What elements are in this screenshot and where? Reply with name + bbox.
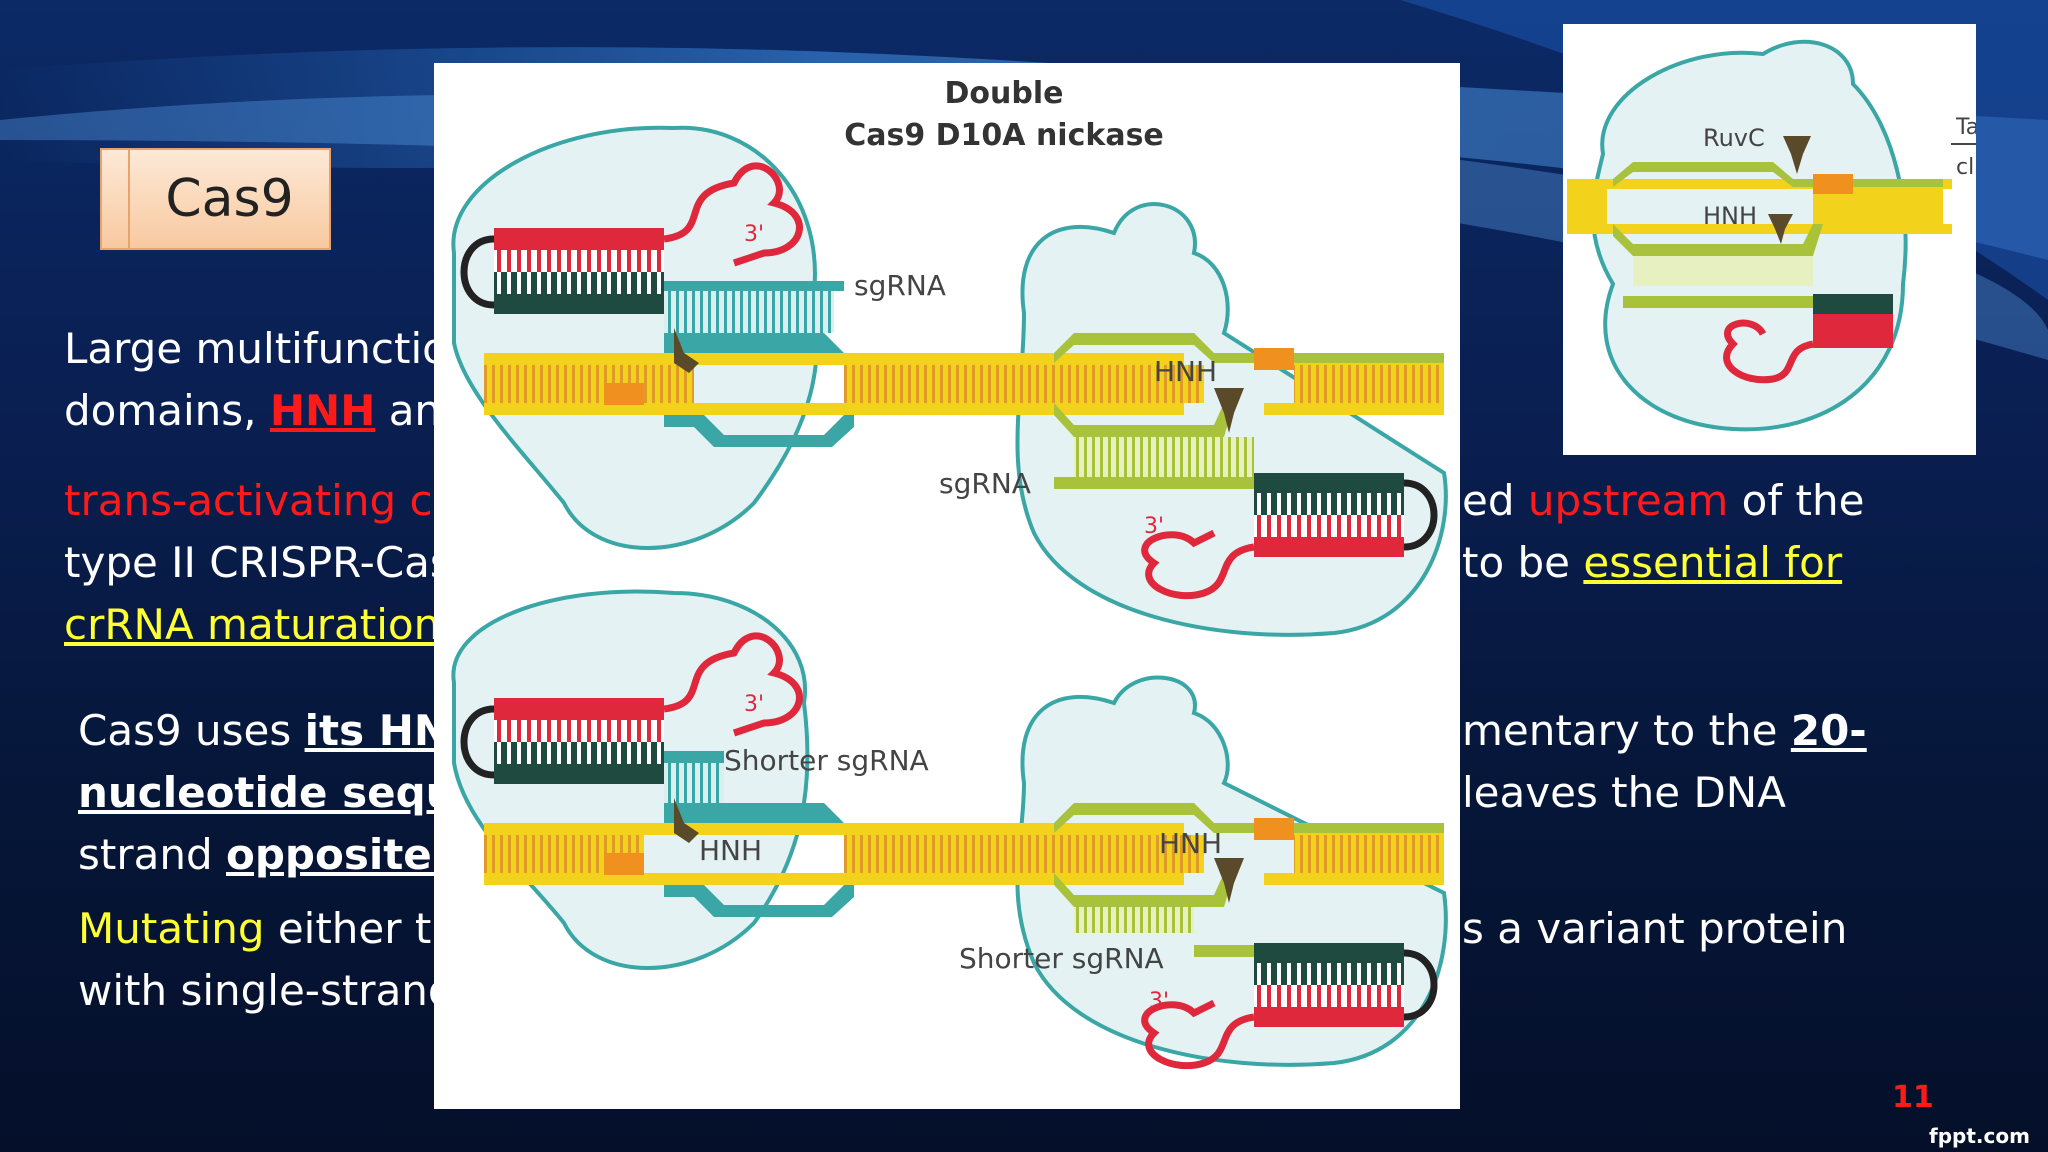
- side-label-cl: cl: [1956, 155, 1974, 180]
- paragraph-4-line-1-left: Mutating either t: [78, 898, 431, 960]
- figure-title-line-2: Cas9 D10A nickase: [844, 118, 1164, 153]
- bottom-3prime-a: 3': [744, 692, 764, 717]
- p3-text-3: strand: [78, 830, 226, 879]
- paragraph-2-line-1-right: ed upstream of the: [1462, 470, 1864, 532]
- paragraph-3-line-2-left: nucleotide seque: [78, 768, 485, 817]
- bottom-3prime-b: 3': [1149, 989, 1169, 1014]
- p3-bold-3: opposite t: [225, 830, 467, 879]
- top-label-sgrna-right: sgRNA: [939, 467, 1031, 500]
- paragraph-2-line-2-left: type II CRISPR-Cas: [64, 538, 452, 587]
- figure-title-line-1: Double: [945, 76, 1064, 111]
- p2-text-2: to be: [1462, 538, 1584, 587]
- slide-title-box: Cas9: [100, 148, 331, 250]
- hnh-highlight: HNH: [269, 386, 376, 435]
- paragraph-2-line-1-left: trans-activating cr: [64, 476, 450, 525]
- bottom-label-shorter-left: Shorter sgRNA: [724, 744, 929, 777]
- bottom-label-hnh-right: HNH: [1159, 827, 1222, 860]
- paragraph-4-line-1-right: s a variant protein: [1462, 904, 1848, 953]
- figure-svg: Double Cas9 D10A nickase 3': [451, 76, 1448, 1070]
- paragraph-2-line-3-left: crRNA maturation: [64, 600, 441, 649]
- side-figure-svg: RuvC HNH Ta cl: [1567, 39, 1979, 432]
- top-3prime-b: 3': [1144, 514, 1164, 539]
- p4-text: either t: [264, 904, 432, 953]
- paragraph-2-line-2-right: to be essential for: [1462, 532, 1842, 594]
- side-label-hnh: HNH: [1703, 202, 1757, 230]
- single-cas9-figure: RuvC HNH Ta cl: [1563, 24, 1979, 455]
- paragraph-4-line-2-left: with single-strand: [78, 966, 455, 1015]
- bottom-complex: 3' Shorter sgRNA HNH HNH Shorter sgRNA 3…: [451, 589, 1448, 1070]
- p2-text-tail: of the: [1728, 476, 1865, 525]
- p3-text-right: mentary to the: [1462, 706, 1791, 755]
- paragraph-3-line-2-right: leaves the DNA: [1462, 768, 1786, 817]
- p1-text-tail: an: [375, 386, 442, 435]
- p3-text: Cas9 uses: [78, 706, 305, 755]
- essential-highlight: essential for: [1583, 538, 1843, 587]
- mutating-highlight: Mutating: [78, 904, 265, 953]
- page-number: 11: [1892, 1080, 1934, 1115]
- paragraph-3-line-3-left: strand opposite t: [78, 824, 466, 886]
- paragraph-3-line-1-right: mentary to the 20-: [1462, 700, 1867, 762]
- bottom-label-shorter-right: Shorter sgRNA: [959, 942, 1164, 975]
- top-label-hnh: HNH: [1154, 355, 1217, 388]
- top-label-sgrna-left: sgRNA: [854, 269, 946, 302]
- upstream-highlight: upstream: [1527, 476, 1729, 525]
- paragraph-1-line-1: Large multifunctio: [64, 324, 448, 373]
- side-label-ruvc: RuvC: [1703, 124, 1765, 152]
- p2-text: ed: [1462, 476, 1528, 525]
- slide-title: Cas9: [128, 150, 329, 248]
- side-label-ta: Ta: [1955, 115, 1976, 140]
- brand-watermark: fppt.com: [1929, 1124, 2030, 1148]
- top-complex: 3' sgRNA HNH sgRNA 3': [451, 125, 1448, 637]
- p1-text: domains,: [64, 386, 270, 435]
- double-nickase-figure: Double Cas9 D10A nickase 3': [434, 63, 1460, 1109]
- paragraph-3-line-1-left: Cas9 uses its HNH: [78, 700, 484, 762]
- paragraph-1-line-2: domains, HNH an: [64, 380, 441, 442]
- top-3prime-a: 3': [744, 222, 764, 247]
- bottom-label-hnh-left: HNH: [699, 834, 762, 867]
- p3-bold-right: 20-: [1790, 706, 1867, 755]
